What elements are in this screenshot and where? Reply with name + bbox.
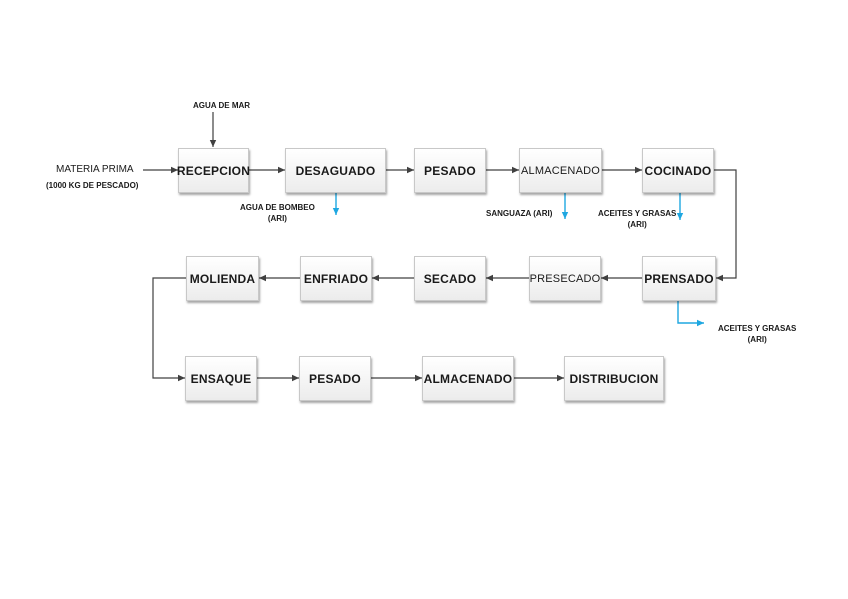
step-presecado: PRESECADO xyxy=(529,256,601,301)
output-agua-bombeo-text: AGUA DE BOMBEO xyxy=(240,203,315,212)
step-ensaque: ENSAQUE xyxy=(185,356,257,401)
output-sanguaza: SANGUAZA (ARI) xyxy=(486,209,553,218)
output-aceites-cocinado: ACEITES Y GRASAS (ARI) xyxy=(598,208,676,230)
input-agua-de-mar: AGUA DE MAR xyxy=(193,101,251,110)
output-aceites-prensado-text: ACEITES Y GRASAS xyxy=(718,324,797,333)
step-molienda: MOLIENDA xyxy=(186,256,259,301)
step-secado: SECADO xyxy=(414,256,486,301)
step-prensado: PRENSADO xyxy=(642,256,716,301)
input-materia-prima: MATERIA PRIMA xyxy=(56,164,134,175)
step-enfriado: ENFRIADO xyxy=(300,256,372,301)
step-distribucion: DISTRIBUCION xyxy=(564,356,664,401)
output-aceites-prensado-tag: (ARI) xyxy=(747,335,767,344)
output-agua-bombeo: AGUA DE BOMBEO (ARI) xyxy=(240,202,315,224)
output-aceites-prensado: ACEITES Y GRASAS (ARI) xyxy=(718,323,796,345)
input-materia-prima-qty: (1000 KG DE PESCADO) xyxy=(46,181,139,190)
step-pesado-2: PESADO xyxy=(299,356,371,401)
step-cocinado: COCINADO xyxy=(642,148,714,193)
step-almacenado: ALMACENADO xyxy=(519,148,602,193)
step-almacenado-2: ALMACENADO xyxy=(422,356,514,401)
output-aceites-cocinado-text: ACEITES Y GRASAS xyxy=(598,209,677,218)
step-recepcion: RECEPCION xyxy=(177,148,250,193)
step-pesado: PESADO xyxy=(414,148,486,193)
arrow-output-aceites-prensado xyxy=(677,301,704,327)
output-agua-bombeo-tag: (ARI) xyxy=(267,214,287,223)
step-desaguado: DESAGUADO xyxy=(285,148,386,193)
arrow-cocinado-to-prensado xyxy=(714,169,737,282)
arrow-molienda-to-ensaque xyxy=(152,277,186,382)
output-aceites-cocinado-tag: (ARI) xyxy=(627,220,647,229)
